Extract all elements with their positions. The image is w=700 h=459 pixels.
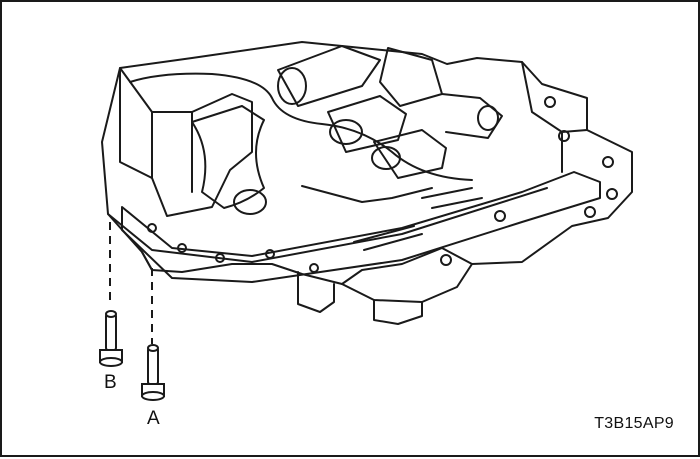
solenoid-upper-1 — [277, 45, 381, 107]
solenoid-housing — [191, 105, 265, 209]
housing-foot-left — [297, 271, 335, 313]
wiring-harness — [129, 72, 473, 181]
valve-body-housing — [101, 41, 633, 303]
solenoid-block-left — [119, 67, 253, 217]
solenoid-upper-2 — [327, 95, 407, 153]
callout-label-a: A — [147, 408, 160, 429]
bolt-a-icon — [141, 344, 165, 401]
solenoid-upper-3 — [373, 129, 447, 179]
figure-code: T3B15AP9 — [594, 415, 674, 432]
housing-foot-right — [373, 299, 423, 325]
gasket-plate — [121, 171, 601, 283]
valve-cylinder-right — [379, 47, 443, 107]
callout-label-b: B — [104, 372, 117, 393]
bolt-b-icon — [99, 310, 123, 367]
